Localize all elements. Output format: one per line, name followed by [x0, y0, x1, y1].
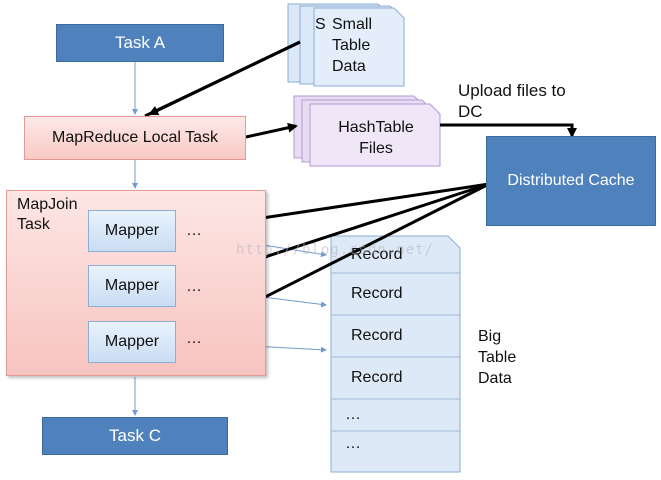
record-row-2: Record [351, 285, 403, 302]
task-a-label: Task A [114, 33, 166, 52]
record-row-6: … [345, 435, 361, 452]
mapper-3-label: Mapper [104, 333, 160, 350]
record-row-4: Record [351, 369, 403, 386]
task-c-label: Task C [109, 426, 161, 445]
record-row-5: … [345, 406, 361, 423]
mapper-2: Mapper [88, 265, 176, 307]
task-a-node: Task A [56, 24, 224, 62]
distributed-cache-node: Distributed Cache [486, 136, 656, 226]
mapjoin-task-label: MapJoin Task [17, 196, 78, 233]
small-table-partial-text: S [315, 16, 326, 33]
mapper-2-label: Mapper [104, 277, 160, 294]
watermark-text: http://blog.csdn.net/ [236, 242, 435, 258]
task-c-node: Task C [42, 417, 228, 455]
mapper-1-ellipsis: … [186, 222, 202, 239]
mapper-1: Mapper [88, 210, 176, 252]
hashtable-stack [293, 95, 441, 167]
small-table-stack [287, 3, 405, 87]
record-row-3: Record [351, 327, 403, 344]
big-table-label: Big Table Data [478, 328, 517, 387]
mapper-1-label: Mapper [104, 222, 160, 239]
big-table-shape [330, 235, 461, 473]
local-task-label: MapReduce Local Task [51, 129, 219, 146]
mapper-3-ellipsis: … [186, 330, 202, 347]
distributed-cache-label: Distributed Cache [507, 172, 635, 189]
hashtable-files-label: HashTable Files [338, 119, 414, 157]
upload-label: Upload files to DC [458, 81, 566, 121]
small-table-label: Small Table Data [332, 16, 373, 75]
local-task-node: MapReduce Local Task [24, 116, 246, 160]
record-row-1: Record [351, 245, 403, 263]
mapper-2-ellipsis: … [186, 278, 202, 295]
mapper-3: Mapper [88, 321, 176, 363]
